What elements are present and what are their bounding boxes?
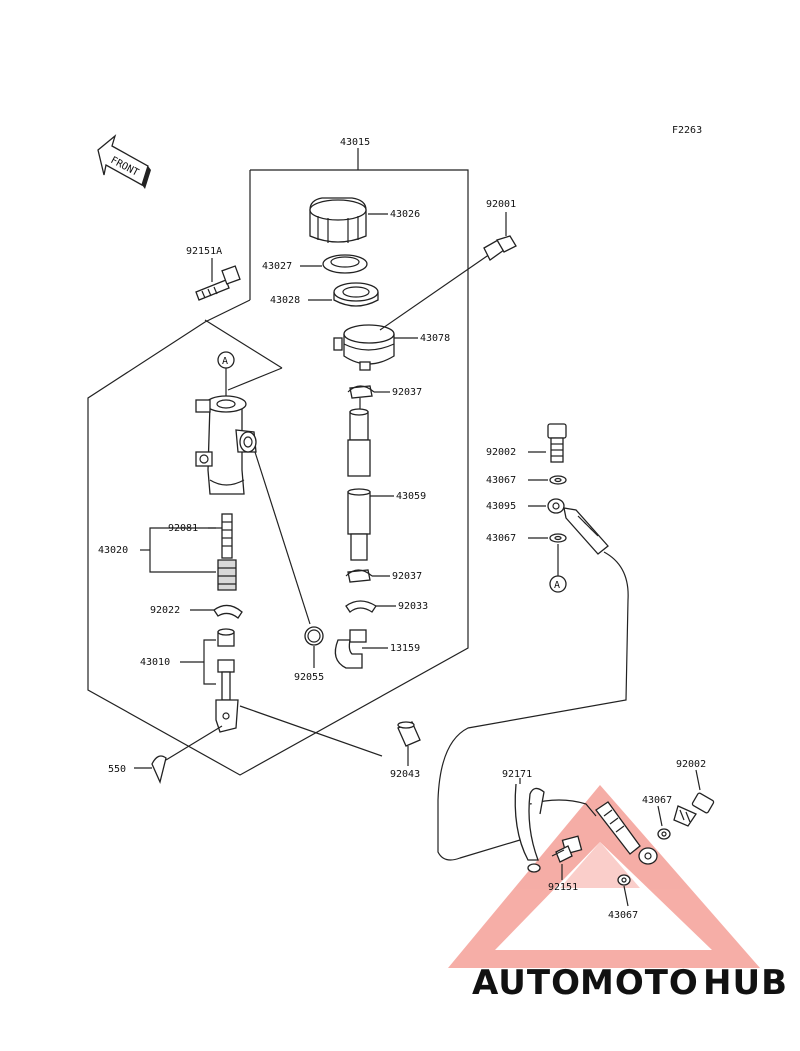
label-43010: 43010 xyxy=(140,657,170,668)
ref-code: F2263 xyxy=(672,125,702,136)
label-92022: 92022 xyxy=(150,605,180,616)
circlip-92033 xyxy=(345,600,377,613)
pushrod-43010 xyxy=(215,659,239,733)
piston-spring xyxy=(217,559,237,591)
part-labels: 43015 43026 43027 43028 43078 92001 9215… xyxy=(98,137,706,921)
bolt-92151 xyxy=(551,835,583,863)
washer-43067-d xyxy=(617,874,631,886)
o-ring-92055 xyxy=(304,626,324,646)
label-43028: 43028 xyxy=(270,295,300,306)
spring-92081 xyxy=(221,513,233,559)
washer-43067-c xyxy=(657,828,671,840)
hose-guide-92171 xyxy=(514,783,545,873)
callout-a-bottom xyxy=(549,575,567,593)
reservoir-body xyxy=(333,324,395,371)
washer-43067-b xyxy=(549,533,567,543)
assembly-outline xyxy=(87,148,469,776)
label-43078: 43078 xyxy=(420,333,450,344)
label-92171: 92171 xyxy=(502,769,532,780)
banjo-bolt-92002-bottom xyxy=(673,792,715,827)
reservoir-hose-43059 xyxy=(347,408,371,561)
label-43095: 43095 xyxy=(486,501,516,512)
watermark-hub: HUB xyxy=(703,963,788,1003)
label-92033: 92033 xyxy=(398,601,428,612)
pin-92043 xyxy=(397,721,421,747)
label-92081: 92081 xyxy=(168,523,198,534)
master-cylinder-body xyxy=(195,395,257,495)
label-43067-d: 43067 xyxy=(608,910,638,921)
label-43059: 43059 xyxy=(396,491,426,502)
diaphragm xyxy=(333,282,379,307)
front-arrow-icon: FRONT xyxy=(97,134,151,189)
label-92151: 92151 xyxy=(548,882,578,893)
label-92037-bottom: 92037 xyxy=(392,571,422,582)
watermark-auto: AUTO xyxy=(472,963,581,1003)
label-43067-b: 43067 xyxy=(486,533,516,544)
watermark-text: AUTO MOTO HUB xyxy=(472,963,788,1003)
hose-clamp-top xyxy=(347,385,375,399)
label-43027: 43027 xyxy=(262,261,292,272)
label-92055: 92055 xyxy=(294,672,324,683)
callout-a-top xyxy=(217,351,235,369)
banjo-bolt-92001 xyxy=(379,235,517,331)
banjo-bolt-92002-top xyxy=(547,423,567,463)
label-13159: 13159 xyxy=(390,643,420,654)
circlip-92022 xyxy=(213,604,243,619)
callout-a-top-label: A xyxy=(222,356,228,367)
label-550: 550 xyxy=(108,764,126,775)
label-92001: 92001 xyxy=(486,199,516,210)
label-43067-a: 43067 xyxy=(486,475,516,486)
label-92037-top: 92037 xyxy=(392,387,422,398)
watermark-moto: MOTO xyxy=(580,963,699,1003)
diaphragm-plate xyxy=(322,254,368,274)
label-92043: 92043 xyxy=(390,769,420,780)
callout-a-bottom-label: A xyxy=(554,580,560,591)
piston-cup xyxy=(217,628,235,647)
label-92002-bottom: 92002 xyxy=(676,759,706,770)
banjo-fitting-bottom xyxy=(595,801,658,865)
banjo-fitting-43095 xyxy=(547,498,609,555)
elbow-fitting-13159 xyxy=(334,629,367,669)
label-92151a: 92151A xyxy=(186,246,222,257)
label-43020: 43020 xyxy=(98,545,128,556)
label-43015: 43015 xyxy=(340,137,370,148)
reservoir-cap xyxy=(309,197,367,243)
label-92002-top: 92002 xyxy=(486,447,516,458)
washer-43067-a xyxy=(549,475,567,485)
bolt-92151a xyxy=(195,265,241,301)
cotter-pin-550 xyxy=(134,725,223,784)
hose-clamp-bottom xyxy=(345,569,373,583)
label-43026: 43026 xyxy=(390,209,420,220)
label-43067-c: 43067 xyxy=(642,795,672,806)
